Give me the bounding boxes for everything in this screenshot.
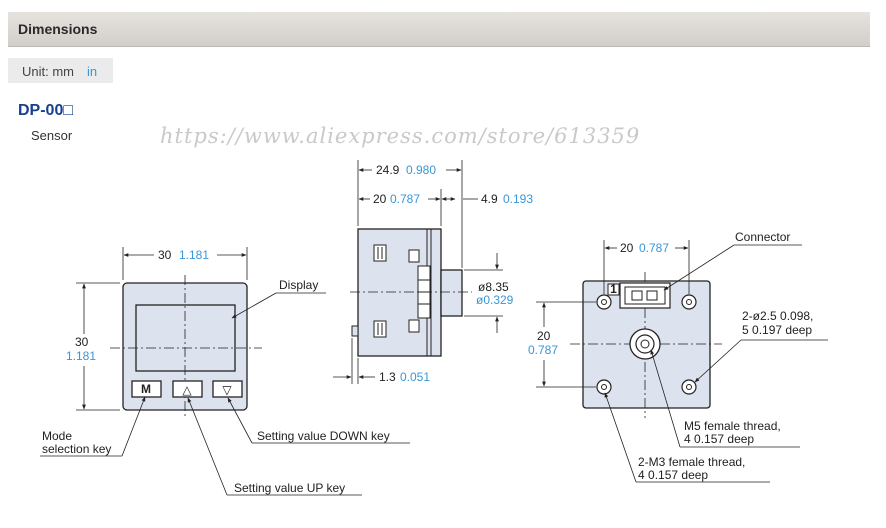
- model-subtitle: Sensor: [31, 128, 73, 143]
- mount-hole-top-left: [596, 294, 612, 310]
- side-boss: [440, 269, 463, 317]
- unit-box: Unit: mm in: [8, 58, 113, 83]
- front-height-in: 1.181: [66, 349, 96, 363]
- section-title: Dimensions: [18, 21, 98, 37]
- front-view: M △ ▽ 30 1.181 30 1.181 Display Mode sel…: [40, 247, 410, 496]
- rear-pitch-mm: 20: [620, 241, 634, 255]
- key-mode[interactable]: M: [131, 380, 162, 398]
- hole-label-2-in: 0.197: [752, 323, 782, 337]
- side-dia-mm: ø8.35: [478, 280, 509, 294]
- svg-text:▽: ▽: [222, 383, 232, 397]
- m3-label-2-deep: deep: [681, 468, 708, 482]
- unit-mm-label: Unit: mm: [22, 64, 74, 79]
- side-body-in: 0.787: [390, 192, 420, 206]
- hole-label-2: 5: [742, 323, 749, 337]
- side-bottom-mm: 1.3: [379, 370, 396, 384]
- m5-label-1: M5 female thread,: [684, 419, 781, 433]
- front-width-in: 1.181: [179, 248, 209, 262]
- mode-key-label-1: Mode: [42, 429, 72, 443]
- m3-label-2-in: 0.157: [648, 468, 678, 482]
- side-view: 24.9 0.980 20 0.787 4.9 0.193 ø8.35 ø0.3…: [333, 160, 533, 384]
- front-display: [135, 304, 236, 372]
- svg-text:4 0.157 deep: 4 0.157 deep: [684, 432, 754, 446]
- rear-vpitch-in: 0.787: [528, 343, 558, 357]
- side-dia-in: ø0.329: [476, 293, 514, 307]
- hole-label-1: 2-ø2.5: [742, 309, 777, 323]
- svg-text:2-ø2.5 0.098,: 2-ø2.5 0.098,: [742, 309, 813, 323]
- rear-connector: 1: [607, 282, 671, 309]
- down-key-label: Setting value DOWN key: [257, 429, 390, 443]
- m3-label-2: 4: [638, 468, 645, 482]
- store-watermark: https://www.aliexpress.com/store/613359: [160, 124, 641, 148]
- side-bottom-in: 0.051: [400, 370, 430, 384]
- key-down[interactable]: ▽: [212, 380, 243, 398]
- svg-text:M: M: [141, 382, 151, 396]
- rear-view: 1 20 0.787 20 0.787 Connector 2-ø2.5 0.0…: [528, 230, 828, 483]
- rear-pitch-in: 0.787: [639, 241, 669, 255]
- mode-key-label-2: selection key: [42, 442, 111, 456]
- unit-in-link[interactable]: in: [87, 64, 98, 79]
- key-up[interactable]: △: [172, 380, 203, 398]
- m5-label-2-in: 0.157: [694, 432, 724, 446]
- m3-label-1: 2-M3 female thread,: [638, 455, 745, 469]
- up-key-label: Setting value UP key: [234, 481, 345, 495]
- mount-hole-top-right: [681, 294, 697, 310]
- section-header: Dimensions: [8, 12, 870, 47]
- side-tail-mm: 4.9: [481, 192, 498, 206]
- side-total-mm: 24.9: [376, 163, 400, 177]
- side-total-in: 0.980: [406, 163, 436, 177]
- connector-label: Connector: [735, 230, 790, 244]
- svg-text:△: △: [182, 383, 192, 397]
- svg-text:4 0.157 deep: 4 0.157 deep: [638, 468, 708, 482]
- hole-label-1-in: 0.098,: [780, 309, 813, 323]
- side-tail-in: 0.193: [503, 192, 533, 206]
- front-height-mm: 30: [75, 335, 89, 349]
- display-label: Display: [279, 278, 318, 292]
- hole-label-2-deep: deep: [785, 323, 812, 337]
- m5-label-2-deep: deep: [727, 432, 754, 446]
- rear-vpitch-mm: 20: [537, 329, 551, 343]
- mount-hole-bottom-right: [681, 379, 697, 395]
- model-title: DP-00□: [18, 102, 74, 119]
- front-width-mm: 30: [158, 248, 172, 262]
- mount-hole-bottom-left: [596, 379, 612, 395]
- center-thread-m5: [629, 328, 661, 360]
- svg-text:5 0.197 deep: 5 0.197 deep: [742, 323, 812, 337]
- svg-text:1: 1: [610, 282, 617, 296]
- side-body-mm: 20: [373, 192, 387, 206]
- m5-label-2: 4: [684, 432, 691, 446]
